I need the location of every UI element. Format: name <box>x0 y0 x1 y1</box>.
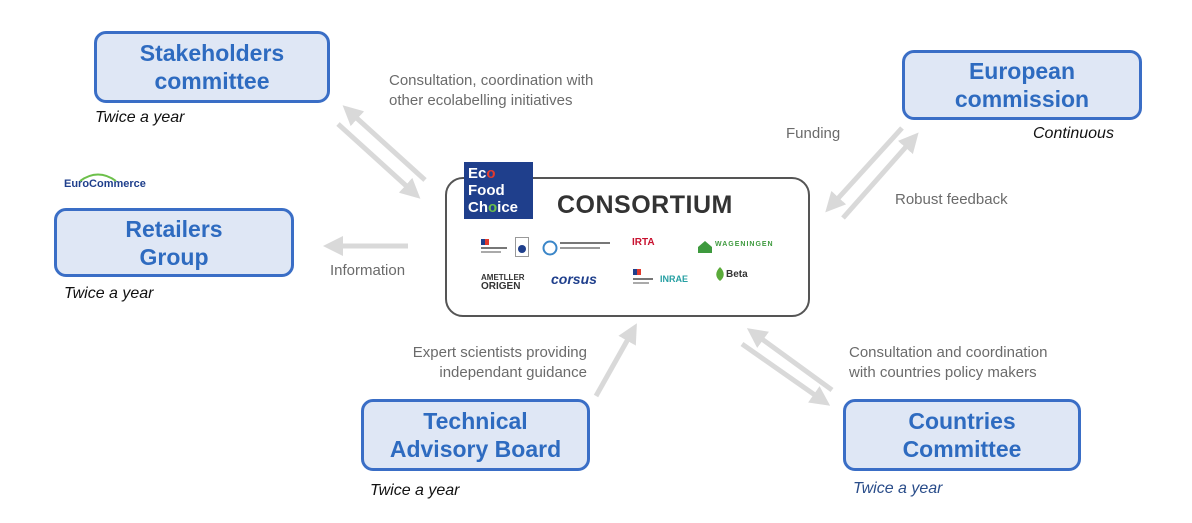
efc-logo-line1: Eco <box>468 165 529 182</box>
funding-label: Funding <box>786 125 841 142</box>
technical-advisory-board-box: Technical Advisory Board <box>361 399 590 471</box>
retailers-frequency: Twice a year <box>64 285 154 302</box>
ametller-line2: ORIGEN <box>481 281 521 292</box>
stakeholders-committee-box: Stakeholders committee <box>94 31 330 103</box>
information-label: Information <box>330 262 406 279</box>
eurocommerce-text: EuroCommerce <box>64 178 146 190</box>
ga-text-lines-logo <box>560 242 610 249</box>
irta-logo: IRTA <box>632 237 655 248</box>
arrow-to-countries <box>740 341 831 406</box>
countries-title-line2: Committee <box>902 436 1022 462</box>
efc-eco-o: o <box>486 165 496 182</box>
french-ministry-logo <box>481 239 507 253</box>
arrow-to-european <box>841 132 919 220</box>
efc-ch-text: Ch <box>468 199 488 216</box>
french-republic-logo <box>633 269 653 284</box>
expert-label-line2: independant guidance <box>439 364 587 381</box>
efc-logo-line2: Food <box>468 182 505 199</box>
arrow-from-technical <box>593 323 637 398</box>
countries-committee-box: Countries Committee <box>843 399 1081 471</box>
ametller-logo: AMETLLER ORIGEN <box>481 273 525 292</box>
countries-frequency: Twice a year <box>853 480 943 497</box>
efc-ice-text: ice <box>497 199 519 216</box>
arrow-from-countries <box>746 328 834 393</box>
efc-choice-o: o <box>488 199 498 216</box>
efc-eco-text: Ec <box>468 165 487 182</box>
technical-title-line1: Technical <box>423 408 528 434</box>
countries-policy-label: Consultation and coordination with count… <box>849 343 1047 383</box>
wageningen-icon <box>698 241 712 253</box>
expert-label: Expert scientists providing independant … <box>384 343 587 383</box>
stakeholders-title-line2: committee <box>154 68 270 94</box>
countries-policy-label-line1: Consultation and coordination <box>849 344 1048 361</box>
inrae-logo: INRAE <box>660 274 689 284</box>
ga-circle-logo <box>542 240 558 256</box>
eurocommerce-logo: EuroCommerce <box>64 173 146 190</box>
eurocommerce-arc-icon <box>79 173 117 182</box>
beta-logo: Beta <box>726 269 748 280</box>
arrow-to-stakeholders <box>342 105 427 182</box>
retailers-title-line2: Group <box>139 243 209 270</box>
technical-title-line2: Advisory Board <box>389 436 562 462</box>
arrow-from-stakeholders <box>336 122 421 199</box>
retailers-group-box: Retailers Group <box>54 208 294 277</box>
countries-title-line1: Countries <box>908 408 1016 434</box>
expert-label-line1: Expert scientists providing <box>412 344 587 361</box>
technical-frequency: Twice a year <box>370 482 460 499</box>
robust-feedback-label: Robust feedback <box>895 191 1008 208</box>
countries-policy-label-line2: with countries policy makers <box>849 364 1037 381</box>
stakeholders-frequency: Twice a year <box>95 109 185 126</box>
consortium-title: CONSORTIUM <box>557 191 733 219</box>
european-frequency: Continuous <box>1033 125 1114 142</box>
partner-badge-logo <box>515 237 529 257</box>
ametller-line1: AMETLLER <box>481 273 525 282</box>
efc-logo-line3: Choice <box>468 199 529 216</box>
corsus-logo: corsus <box>551 271 597 287</box>
european-title-line1: European <box>968 58 1076 84</box>
retailers-title-line1: Retailers <box>125 215 223 242</box>
ecofoodchoice-logo: Eco Food Choice <box>464 162 533 219</box>
european-title-line2: commission <box>954 86 1090 112</box>
beta-leaf-icon <box>716 267 724 281</box>
consultation-label-line1: Consultation, coordination with <box>389 72 594 89</box>
consultation-label-line2: other ecolabelling initiatives <box>389 92 573 109</box>
arrow-from-european <box>825 126 904 213</box>
stakeholders-title-line1: Stakeholders <box>139 40 285 66</box>
european-commission-box: European commission <box>902 50 1142 120</box>
consultation-label: Consultation, coordination with other ec… <box>389 71 593 111</box>
wageningen-logo: WAGENINGEN <box>715 241 774 248</box>
